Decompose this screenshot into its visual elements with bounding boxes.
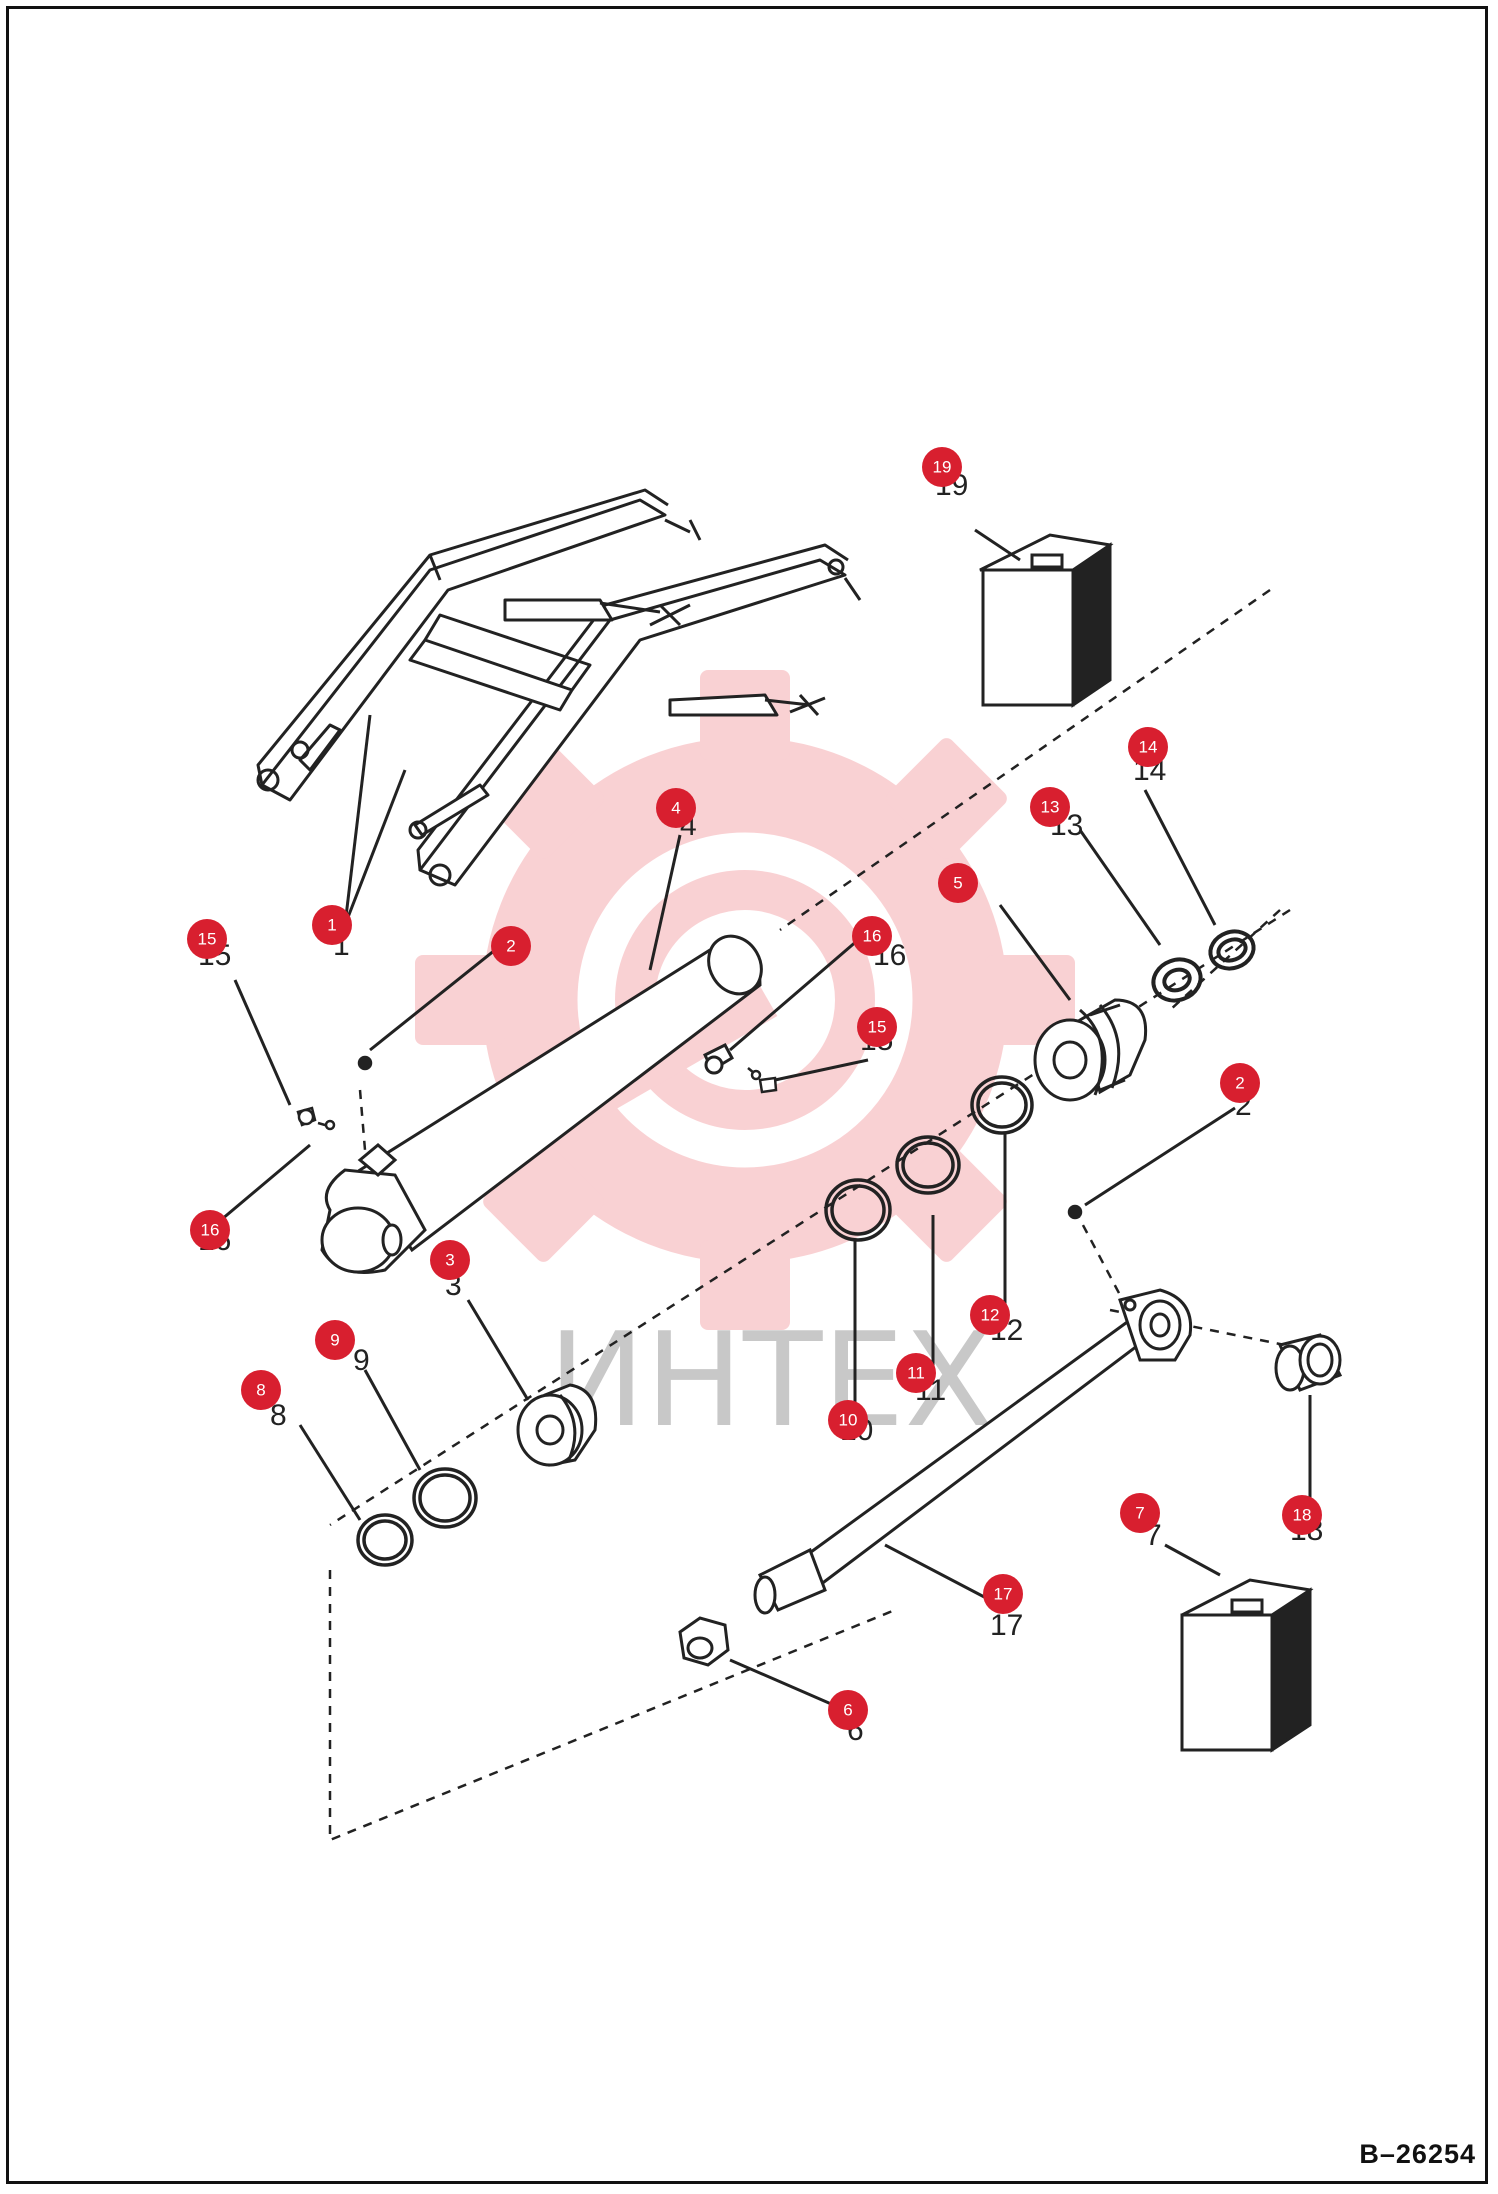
callout-part-2: 2 <box>1220 1063 1260 1103</box>
callout-circle <box>938 863 978 903</box>
callout-label: 13 <box>1041 798 1060 817</box>
callout-circle <box>828 1690 868 1730</box>
callout-circle <box>828 1400 868 1440</box>
seal-kit-box-7 <box>1180 1578 1314 1753</box>
callout-part-15: 15 <box>187 919 227 959</box>
callout-part-2: 2 <box>491 926 531 966</box>
callout-part-7: 7 <box>1120 1493 1160 1533</box>
callout-part-5: 5 <box>938 863 978 903</box>
callout-label: 2 <box>506 937 515 956</box>
callout-label: 10 <box>839 1411 858 1430</box>
callout-label: 1 <box>327 916 336 935</box>
rod-nut <box>678 1616 730 1667</box>
callout-part-16: 16 <box>190 1210 230 1250</box>
callout-label: 14 <box>1139 738 1158 757</box>
callout-circle <box>852 916 892 956</box>
figure-number: B–26254 <box>1359 2139 1476 2169</box>
callout-label: 3 <box>445 1251 454 1270</box>
callout-part-8: 8 <box>241 1370 281 1410</box>
leader-lines <box>214 528 1312 1712</box>
gland <box>516 1383 598 1467</box>
callout-part-17: 17 <box>983 1574 1023 1614</box>
drawing-frame <box>6 6 1488 2184</box>
callout-circle <box>656 788 696 828</box>
callout-part-11: 11 <box>896 1353 936 1393</box>
seal-kit-box-19 <box>979 533 1114 708</box>
svg-text:9: 9 <box>353 1344 370 1377</box>
callout-label: 4 <box>671 799 680 818</box>
callout-circle <box>922 447 962 487</box>
callout-part-10: 10 <box>828 1400 868 1440</box>
callout-label: 7 <box>1135 1504 1144 1523</box>
cylinder-rod <box>753 1288 1193 1615</box>
callout-part-4: 4 <box>656 788 696 828</box>
callout-label: 6 <box>843 1701 852 1720</box>
callout-part-12: 12 <box>970 1295 1010 1335</box>
callout-label: 2 <box>1235 1074 1244 1093</box>
callout-circle <box>491 926 531 966</box>
o-rings-10-11-12 <box>824 1075 1034 1242</box>
small-fittings <box>296 1055 1083 1220</box>
callout-label: 16 <box>201 1221 220 1240</box>
rings-8-9 <box>356 1467 478 1567</box>
seal-rings-13-14 <box>1151 929 1256 1003</box>
callout-label: 15 <box>198 930 217 949</box>
callout-circle <box>1030 787 1070 827</box>
callout-label: 15 <box>868 1018 887 1037</box>
callout-label: 19 <box>933 458 952 477</box>
callout-part-19: 19 <box>922 447 962 487</box>
callout-part-18: 18 <box>1282 1495 1322 1535</box>
callout-part-3: 3 <box>430 1240 470 1280</box>
callout-label: 16 <box>863 927 882 946</box>
bushing <box>1274 1333 1343 1392</box>
callout-part-16: 16 <box>852 916 892 956</box>
callout-circle <box>190 1210 230 1250</box>
cylinder-barrel <box>320 934 763 1274</box>
callout-label: 11 <box>907 1364 925 1383</box>
callout-circle <box>1120 1493 1160 1533</box>
callout-label: 5 <box>953 874 962 893</box>
callout-label: 8 <box>256 1381 265 1400</box>
callout-circle <box>983 1574 1023 1614</box>
callout-part-1: 1 <box>312 905 352 945</box>
callout-circle <box>857 1007 897 1047</box>
callout-label: 12 <box>981 1306 1000 1325</box>
callout-part-14: 14 <box>1128 727 1168 767</box>
callout-circle <box>187 919 227 959</box>
callout-circle <box>1128 727 1168 767</box>
callout-circle <box>315 1320 355 1360</box>
callout-part-6: 6 <box>828 1690 868 1730</box>
callout-label: 18 <box>1293 1506 1312 1525</box>
callout-label: 9 <box>330 1331 339 1350</box>
callout-circle <box>430 1240 470 1280</box>
callout-circle <box>896 1353 936 1393</box>
callout-circle <box>1220 1063 1260 1103</box>
svg-text:8: 8 <box>270 1399 287 1432</box>
loader-frame-assembly <box>256 488 862 887</box>
callout-circle <box>241 1370 281 1410</box>
callout-circle <box>1282 1495 1322 1535</box>
piston <box>1033 998 1148 1102</box>
svg-text:17: 17 <box>990 1609 1023 1642</box>
callout-part-9: 9 <box>315 1320 355 1360</box>
callout-circle <box>970 1295 1010 1335</box>
callout-circle <box>312 905 352 945</box>
callout-label: 17 <box>994 1585 1013 1604</box>
callout-part-15: 15 <box>857 1007 897 1047</box>
callout-markers: 19 14 4 13 5 15 2 16 1 15 2 16 3 9 12 8 11 10 7 18 17 6 <box>187 447 1322 1730</box>
callout-part-13: 13 <box>1030 787 1070 827</box>
